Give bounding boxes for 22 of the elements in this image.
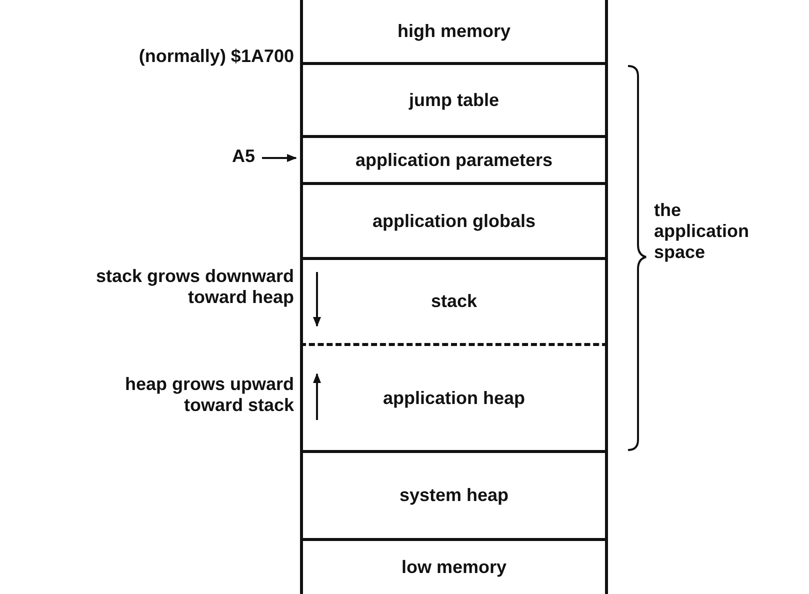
region-label: application heap [382,388,526,408]
memory-block [300,135,608,182]
memory-block [300,0,608,62]
region-label: application parameters [355,150,553,170]
memory-region [300,257,608,343]
memory-region [300,343,608,450]
register-label: A5 [232,146,256,167]
arrow [262,154,297,162]
address-label: (normally) $1A700 [138,46,294,67]
region-label: system heap [399,485,509,506]
memory-block [300,538,608,594]
region-label: application globals [372,210,536,232]
note-text: heap grows upward toward stack [124,374,294,416]
region-label: jump table [408,90,499,110]
region-label: low memory [401,557,507,578]
memory-block [300,182,608,257]
memory-block [300,62,608,135]
note-text: stack grows downward toward heap [94,266,294,308]
region-label: stack [430,291,478,312]
bracket-label: the application space [654,200,750,263]
region-label: high memory [397,20,511,42]
memory-block [300,450,608,538]
